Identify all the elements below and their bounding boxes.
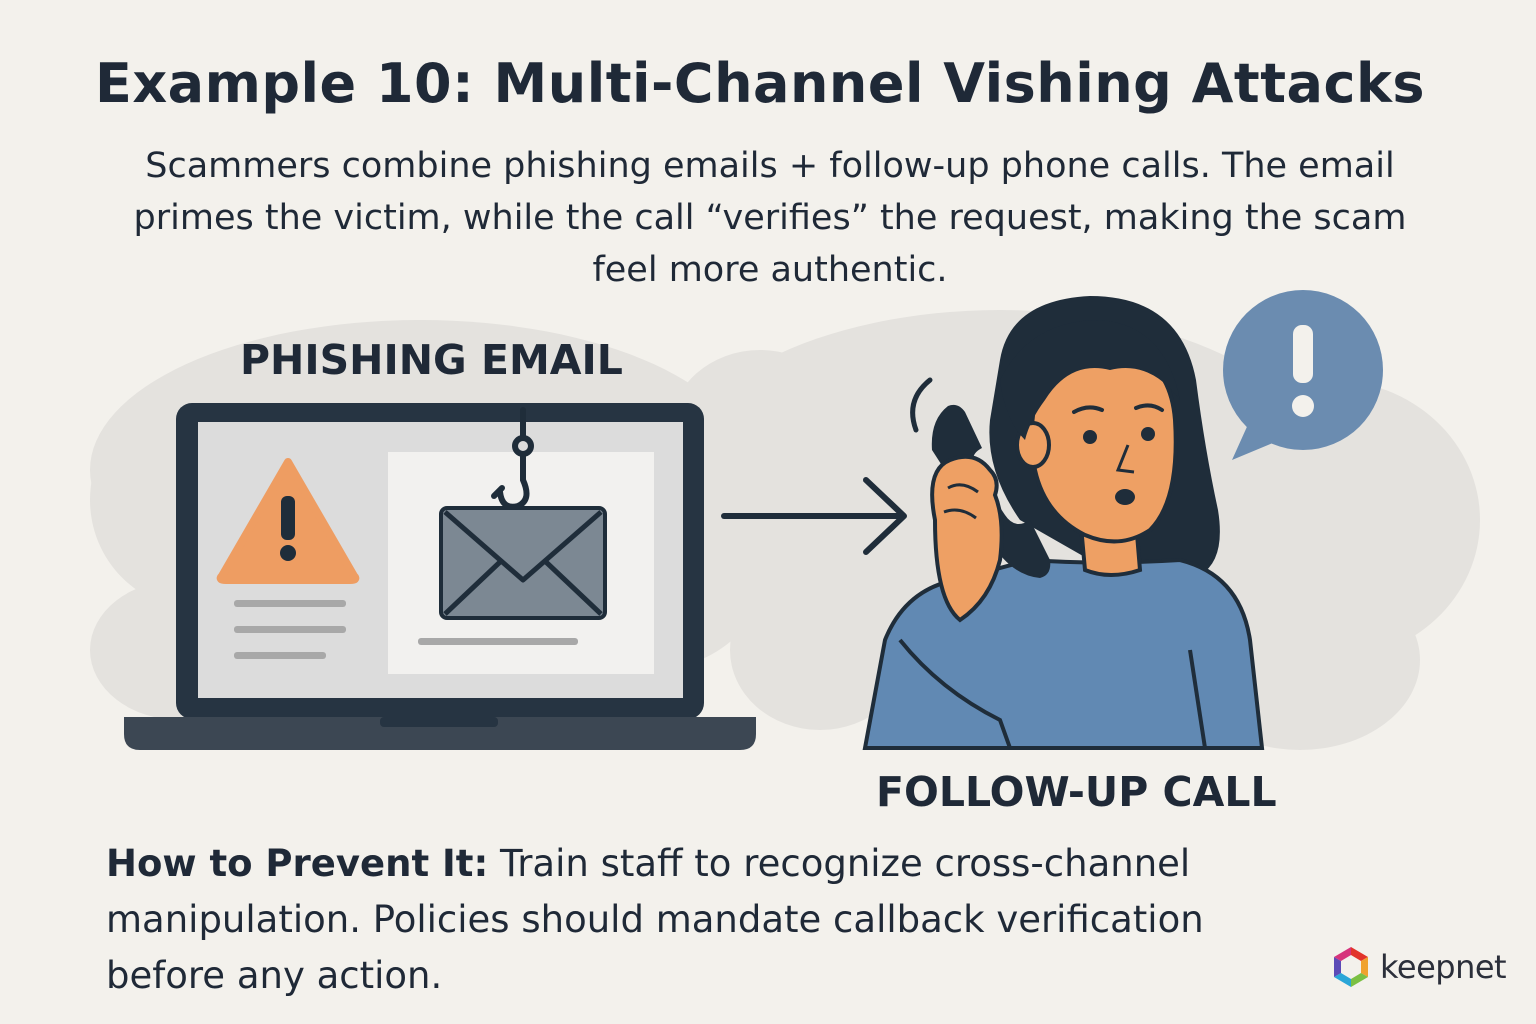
phishing-email-label: PHISHING EMAIL [240,336,623,384]
speech-bubble-alert-icon [1223,290,1383,460]
keepnet-logo-icon [1334,947,1368,987]
prevention-text: How to Prevent It: Train staff to recogn… [106,836,1306,1004]
page-title: Example 10: Multi-Channel Vishing Attack… [94,52,1426,115]
fishhook-icon [491,407,534,510]
arrow-right-icon [721,477,907,555]
prevention-heading: How to Prevent It: [106,842,489,885]
page-subtitle: Scammers combine phishing emails + follo… [133,146,1407,290]
prevention-body: Train staff to recognize cross-channel m… [106,842,1204,997]
text-lines [234,600,578,659]
woman-on-phone-icon [862,296,1265,750]
follow-up-call-label: FOLLOW-UP CALL [876,768,1277,816]
warning-icon [216,458,360,584]
envelope-icon [439,506,607,620]
brand-logo: keepnet [1328,944,1507,990]
brand-name: keepnet [1380,948,1507,986]
